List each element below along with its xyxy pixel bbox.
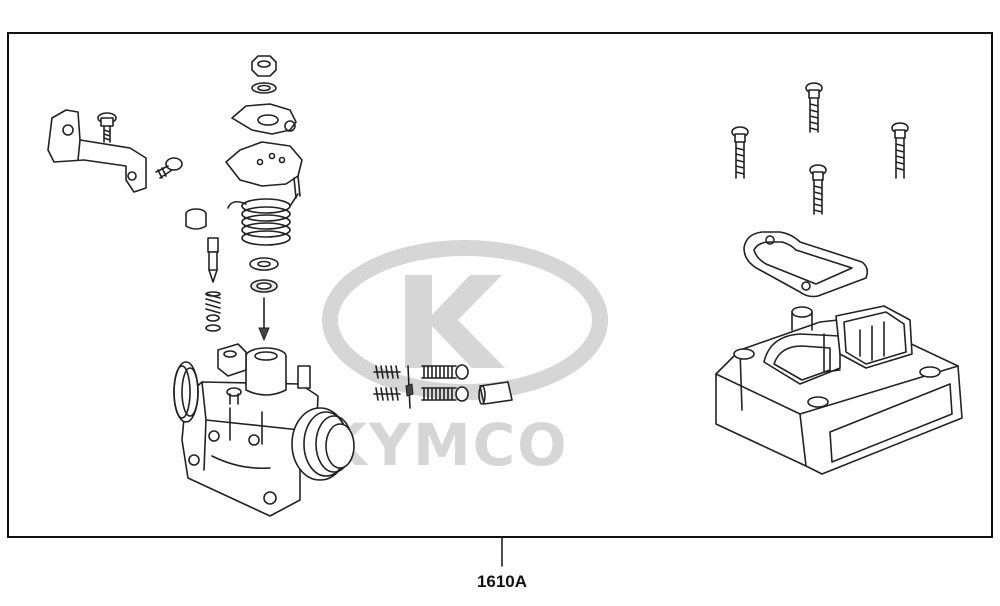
small-spring-upper (373, 365, 401, 379)
housing-gasket (743, 231, 869, 298)
oil-seal (250, 279, 278, 293)
small-spring-lower (373, 387, 401, 401)
throttle-body (173, 343, 355, 517)
flat-washer (249, 257, 279, 271)
assembly-arrow (258, 297, 270, 342)
idle-o-ring (205, 324, 221, 332)
hex-nut (251, 55, 277, 77)
cover-screw-2 (805, 82, 823, 133)
kymco-watermark-logo: KYMCO (322, 240, 608, 479)
ecu-housing (715, 305, 963, 475)
idle-washer (206, 314, 220, 322)
cover-screw-4 (809, 164, 827, 215)
long-screw-lower (421, 386, 469, 402)
sleeve-collar (478, 381, 513, 405)
idle-adjust-screw (207, 237, 219, 283)
bracket-bolt-top (97, 112, 117, 143)
return-spring (227, 193, 299, 246)
cover-screw-3 (891, 122, 909, 179)
throttle-cam (231, 103, 297, 135)
part-number-label: 1610A (477, 572, 527, 591)
watermark-text: KYMCO (322, 411, 569, 479)
idle-spring (205, 291, 221, 314)
bracket-bolt-side (155, 157, 183, 179)
cover-screw-1 (731, 126, 749, 179)
diagram-frame (7, 32, 993, 538)
idle-screw-cap (185, 208, 207, 230)
long-screw-upper (421, 364, 469, 380)
throttle-drum-plate (225, 141, 303, 199)
spring-washer (251, 82, 277, 94)
clip-pin (405, 365, 414, 409)
throttle-bracket (47, 109, 147, 193)
